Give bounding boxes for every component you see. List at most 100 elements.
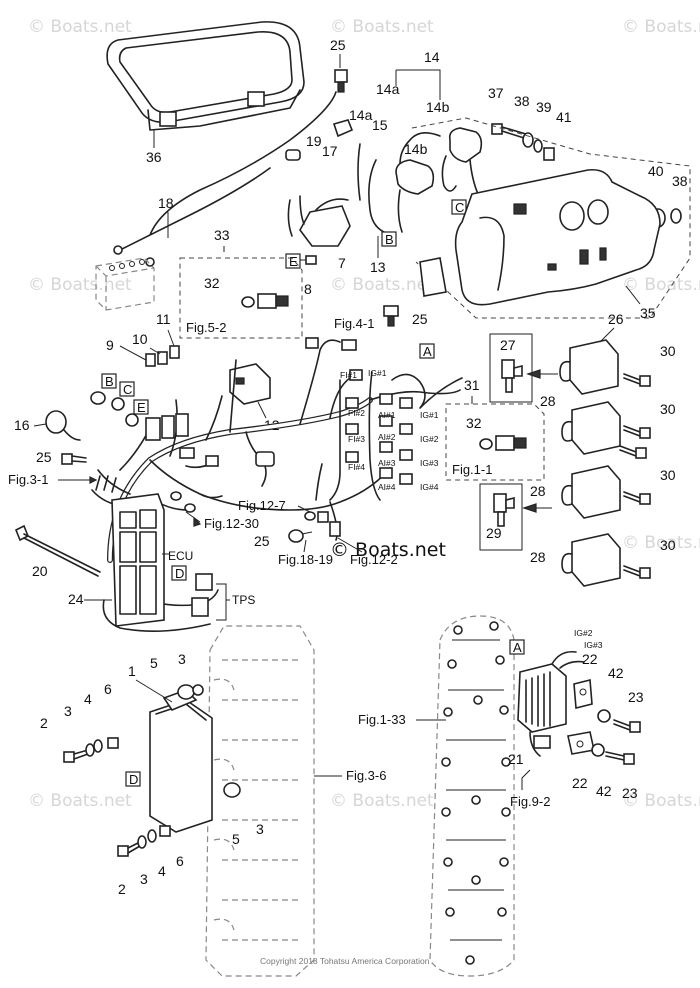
part-1-ecu-unit: [149, 689, 213, 833]
label-32-right: 32: [466, 415, 482, 431]
part-relay-c: [399, 127, 483, 195]
svg-text:A: A: [423, 344, 432, 359]
fig-3-1-ref: Fig.3-1: [8, 472, 48, 487]
fig-3-6-ref: Fig.3-6: [346, 768, 386, 783]
ignition-coils: [559, 339, 621, 587]
connector-a-badge-top: [419, 343, 435, 359]
connector-a-badge: [509, 639, 525, 655]
label-37: 37: [488, 85, 504, 101]
label-25-center: 25: [254, 533, 270, 549]
svg-text:C: C: [455, 200, 464, 215]
part-29-cap: [493, 493, 515, 527]
svg-text:© Boats.net: © Boats.net: [622, 791, 700, 811]
label-14b-1: 14b: [426, 99, 450, 115]
engine-block-ghost: [205, 625, 315, 977]
svg-text:© Boats.net: © Boats.net: [330, 275, 434, 295]
label-33: 33: [214, 227, 230, 243]
label-30-d: 30: [660, 537, 676, 553]
label-41: 41: [556, 109, 572, 125]
label-2-left: 2: [40, 715, 48, 731]
connector-d-badge: [125, 771, 141, 787]
label-28-c: 28: [530, 549, 546, 565]
part-25-bolt-center: [288, 529, 313, 543]
label-14a-2: 14a: [349, 107, 373, 123]
label-3-left: 3: [64, 703, 72, 719]
label-fi3: FI#3: [348, 434, 365, 444]
label-23-top: 23: [628, 689, 644, 705]
label-18: 18: [158, 195, 174, 211]
part-25-bolt-top: [334, 69, 348, 93]
label-30-c: 30: [660, 467, 676, 483]
label-13: 13: [370, 259, 386, 275]
fig-9-2-ref: Fig.9-2: [510, 794, 550, 809]
svg-text:C: C: [123, 382, 132, 397]
svg-text:D: D: [129, 772, 138, 787]
cover-bolts: [441, 621, 511, 965]
label-16: 16: [14, 417, 30, 433]
label-ai3: AI#3: [378, 458, 396, 468]
coil-bolts-30: [619, 373, 651, 579]
label-25-mid: 25: [412, 311, 428, 327]
label-3-top: 3: [178, 651, 186, 667]
label-25-left: 25: [36, 449, 52, 465]
part-35-bracket: [454, 168, 661, 306]
label-ecu: ECU: [168, 549, 193, 563]
label-ig4: IG#4: [420, 482, 439, 492]
svg-text:D: D: [175, 566, 184, 581]
fig-12-30-ref: Fig.12-30: [204, 516, 259, 531]
part-21-regulator: [517, 650, 585, 757]
label-10: 10: [132, 331, 148, 347]
label-22-top: 22: [582, 651, 598, 667]
label-29: 29: [486, 525, 502, 541]
label-24: 24: [68, 591, 84, 607]
part-19-terminal: [285, 149, 301, 161]
harness-connectors: [90, 337, 357, 537]
fig-4-1-ref: Fig.4-1: [334, 316, 374, 331]
label-20: 20: [32, 563, 48, 579]
watermarks: © Boats.net © Boats.net © Boats.net © Bo…: [28, 17, 700, 811]
label-ig3-lower: IG#3: [584, 640, 603, 650]
connector-c-badge: [119, 381, 135, 397]
svg-text:© Boats.net: © Boats.net: [622, 275, 700, 295]
svg-text:© Boats.net: © Boats.net: [330, 791, 434, 811]
label-42-bottom: 42: [596, 783, 612, 799]
label-6-left: 6: [104, 681, 112, 697]
part-32-sensor-top: [241, 293, 289, 309]
label-ig2-lower: IG#2: [574, 628, 593, 638]
part-relay-b: [357, 143, 435, 233]
label-25-top: 25: [330, 37, 346, 53]
label-tps: TPS: [232, 593, 255, 607]
part-32-sensor-right: [479, 435, 527, 451]
part-16-plug: [45, 410, 81, 441]
label-35: 35: [640, 305, 656, 321]
part-22-bracket-top: [573, 678, 593, 710]
part-17-terminal: [332, 119, 354, 138]
label-17: 17: [322, 143, 338, 159]
part-35-clip: [419, 257, 447, 297]
svg-text:© Boats.net: © Boats.net: [622, 533, 700, 553]
part-37-bolt: [491, 123, 527, 139]
part-7-solenoid: [287, 195, 351, 247]
label-21: 21: [508, 751, 524, 767]
part-27-box: [489, 333, 533, 403]
part-25-bolt-mid: [383, 305, 399, 327]
svg-text:© Boats.net: © Boats.net: [622, 17, 700, 37]
part-42-washer-bottom: [591, 743, 605, 757]
label-ig1-top: IG#1: [368, 368, 387, 378]
label-5-mid: 5: [232, 831, 240, 847]
label-6-bottom: 6: [176, 853, 184, 869]
label-3-mid: 3: [256, 821, 264, 837]
label-19: 19: [306, 133, 322, 149]
part-24-ecu-harness: [111, 493, 213, 627]
svg-text:A: A: [513, 640, 522, 655]
part-25-bolt-left: [61, 453, 87, 465]
label-42-top: 42: [608, 665, 624, 681]
label-5-top: 5: [150, 655, 158, 671]
cylinder-cover-ghost: [429, 615, 515, 977]
copyright-note: Copyright 2018 Tohatsu America Corporati…: [260, 956, 430, 966]
label-4-left: 4: [84, 691, 92, 707]
label-23-bottom: 23: [622, 785, 638, 801]
main-wiring-harness: [91, 339, 461, 632]
connector-e-badge: [133, 399, 149, 415]
connector-c-badge-top: [451, 199, 467, 215]
